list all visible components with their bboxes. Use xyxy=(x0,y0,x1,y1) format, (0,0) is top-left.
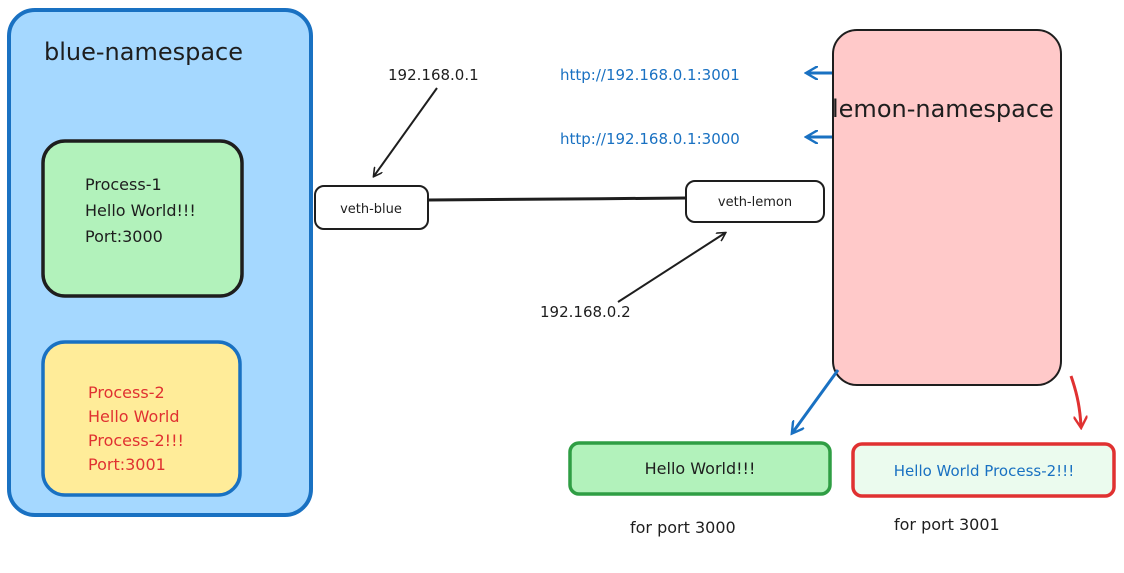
url-port-3000: http://192.168.0.1:3000 xyxy=(560,130,740,148)
veth-lemon-ip-arrow xyxy=(617,233,725,303)
process-1-line: Hello World!!! xyxy=(85,201,196,220)
response-port-3000-text: Hello World!!! xyxy=(645,459,756,478)
response-port-3001-caption: for port 3001 xyxy=(894,515,1000,534)
veth-blue-ip-arrow xyxy=(374,87,438,176)
response-3000-arrow xyxy=(793,369,840,432)
veth-lemon-ip: 192.168.0.2 xyxy=(540,303,631,321)
veth-blue-ip: 192.168.0.1 xyxy=(388,66,479,84)
process-1-line: Port:3000 xyxy=(85,227,163,246)
process-2-line: Hello World xyxy=(88,407,180,426)
url-port-3001: http://192.168.0.1:3001 xyxy=(560,66,740,84)
response-port-3000-box: Hello World!!! xyxy=(568,441,832,496)
lemon-namespace: lemon-namespace xyxy=(832,29,1062,386)
process-2-line: Process-2!!! xyxy=(88,431,184,450)
response-port-3001-text: Hello World Process-2!!! xyxy=(894,462,1074,480)
veth-blue-box: veth-blue xyxy=(314,185,429,230)
response-port-3001-box: Hello World Process-2!!! xyxy=(851,442,1116,498)
process-2-line: Process-2 xyxy=(88,383,165,402)
veth-blue-label: veth-blue xyxy=(340,202,402,217)
blue-namespace-title: blue-namespace xyxy=(44,38,243,66)
process-2-line: Port:3001 xyxy=(88,455,166,474)
lemon-namespace-title: lemon-namespace xyxy=(832,95,1054,123)
veth-lemon-box: veth-lemon xyxy=(685,180,825,223)
veth-lemon-label: veth-lemon xyxy=(718,195,792,210)
process-2-box: Process-2 Hello World Process-2!!! Port:… xyxy=(41,340,242,497)
process-1-line: Process-1 xyxy=(85,175,162,194)
veth-link-line xyxy=(427,196,687,202)
process-1-box: Process-1 Hello World!!! Port:3000 xyxy=(41,139,244,298)
response-3001-arrow xyxy=(1069,375,1081,426)
response-port-3000-caption: for port 3000 xyxy=(630,518,736,537)
